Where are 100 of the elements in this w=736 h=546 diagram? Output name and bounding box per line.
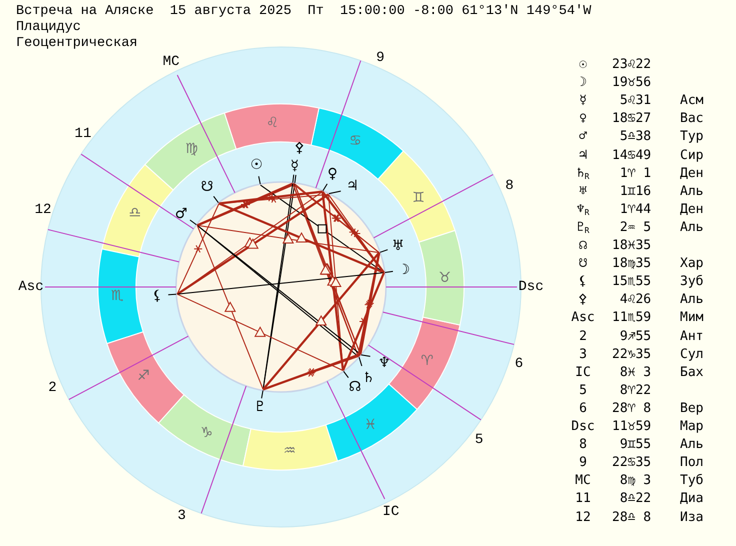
position-value: 8♎22 — [618, 491, 652, 508]
position-value: 5♎38 — [618, 129, 652, 146]
star-name: Бах — [680, 364, 704, 381]
row-label: 11 — [574, 491, 592, 508]
star-name: Вас — [680, 111, 704, 128]
position-value: 8♓ 3 — [618, 364, 652, 381]
row-label: Dsc — [570, 419, 596, 435]
header-text: Плацидус — [16, 20, 81, 36]
row-label: 6 — [578, 400, 588, 417]
zodiac-sign-glyph: ♓ — [364, 418, 377, 432]
zodiac-sign-glyph: ♒ — [283, 444, 296, 458]
row-label: ♇$_{R}$ — [576, 220, 590, 237]
star-name: Ден — [680, 202, 704, 218]
planet-glyph: ☉ — [250, 158, 263, 172]
star-name: Аль — [680, 220, 704, 236]
row-label: 9 — [578, 455, 588, 472]
planet-glyph: ♆ — [378, 356, 390, 370]
house-label: Dsc — [518, 280, 544, 294]
zodiac-sign-glyph: ♏ — [110, 288, 124, 303]
position-value: 22♑35 — [612, 346, 652, 363]
star-name: Диа — [680, 491, 704, 508]
zodiac-sign-glyph: ♐ — [137, 369, 150, 384]
planet-glyph: ☽ — [398, 262, 410, 277]
position-value: 18♍35 — [612, 256, 652, 272]
planet-glyph: ♅ — [392, 239, 404, 254]
row-label: ☋ — [578, 256, 588, 272]
row-label: ♆$_{R}$ — [576, 202, 590, 219]
star-name: Хар — [680, 256, 704, 272]
star-name: Мим — [680, 310, 704, 326]
position-value: 11♏59 — [612, 310, 652, 326]
house-label: 11 — [74, 127, 92, 142]
star-name: Тур — [680, 129, 704, 146]
row-label: Asc — [570, 310, 596, 326]
position-value: 14♋49 — [612, 148, 652, 164]
zodiac-sign-glyph: ♊ — [412, 190, 425, 205]
star-name: Аль — [680, 437, 704, 454]
position-value: 18♋27 — [612, 111, 652, 128]
row-label: ♂ — [578, 129, 588, 146]
house-label: 3 — [178, 509, 186, 524]
row-label: ♄$_{R}$ — [576, 166, 590, 183]
zodiac-sign-glyph: ♌ — [266, 116, 279, 130]
row-label: ☿ — [578, 93, 588, 110]
row-label: 5 — [578, 382, 588, 399]
row-label: ♀ — [578, 111, 588, 128]
row-label: MC — [574, 473, 592, 490]
row-label: ☉ — [578, 57, 588, 73]
star-name: Аль — [680, 292, 704, 308]
header-text: Встреча на Аляске 15 августа 2025 Пт 15:00:00 -8:00 61°13'N 149°54'W — [16, 4, 592, 20]
position-value: 8♍ 3 — [618, 473, 652, 490]
zodiac-sign-glyph: ♍ — [185, 142, 198, 156]
position-value: 2♒ 5 — [618, 220, 652, 236]
zodiac-sign-glyph: ♎ — [128, 206, 142, 220]
position-value: 1♊16 — [618, 184, 652, 200]
row-label: 3 — [578, 346, 588, 363]
row-label: ♃ — [578, 148, 588, 164]
row-label: ⚴ — [577, 292, 589, 308]
star-name: Зуб — [680, 274, 704, 290]
position-value: 5♌31 — [618, 93, 652, 110]
planet-glyph: ♀ — [327, 167, 338, 182]
planet-glyph: ☊ — [348, 380, 362, 394]
house-label: 2 — [48, 381, 57, 396]
position-value: 22♋35 — [612, 455, 652, 472]
house-label: MC — [162, 55, 180, 70]
position-value: 15♏55 — [612, 274, 652, 290]
star-name: Ден — [680, 166, 704, 182]
house-label: IC — [382, 504, 400, 519]
star-name: Асм — [680, 93, 704, 110]
planet-glyph: ☋ — [200, 180, 214, 194]
house-label: 9 — [376, 50, 384, 65]
position-value: 9♊55 — [618, 437, 652, 454]
row-label: 8 — [578, 437, 588, 454]
position-value: 28♈ 8 — [612, 400, 652, 417]
house-label: 8 — [505, 178, 514, 193]
planet-glyph: ♃ — [346, 178, 359, 193]
header-text: Геоцентрическая — [16, 36, 138, 52]
star-name: Аль — [680, 184, 704, 200]
planet-glyph: ⚴ — [294, 141, 305, 156]
star-name: Пол — [680, 455, 704, 472]
star-name: Туб — [680, 473, 704, 490]
position-value: 9♐55 — [618, 328, 652, 344]
star-name: Ант — [680, 328, 704, 344]
position-value: 18♓35 — [612, 238, 652, 254]
house-label: 12 — [34, 203, 52, 218]
star-name: Вер — [680, 400, 704, 417]
position-value: 19♉56 — [612, 75, 652, 92]
house-label: Asc — [18, 280, 44, 294]
position-value: 1♈ 1 — [618, 166, 652, 182]
row-label: IC — [574, 364, 592, 381]
planet-glyph: ♇ — [254, 400, 266, 414]
zodiac-sign-glyph: ♈ — [420, 354, 434, 368]
planet-glyph: ☿ — [290, 158, 300, 173]
star-name: Мар — [680, 419, 704, 435]
planet-glyph: ♄ — [362, 370, 375, 385]
planet-glyph: ♂ — [174, 206, 188, 220]
star-name: Иза — [680, 510, 704, 526]
position-value: 23♌22 — [612, 57, 652, 73]
planet-glyph: ⚸ — [152, 288, 162, 303]
star-name: Сир — [680, 148, 704, 164]
position-value: 28♎ 8 — [612, 510, 652, 526]
position-value: 1♈44 — [618, 202, 652, 218]
